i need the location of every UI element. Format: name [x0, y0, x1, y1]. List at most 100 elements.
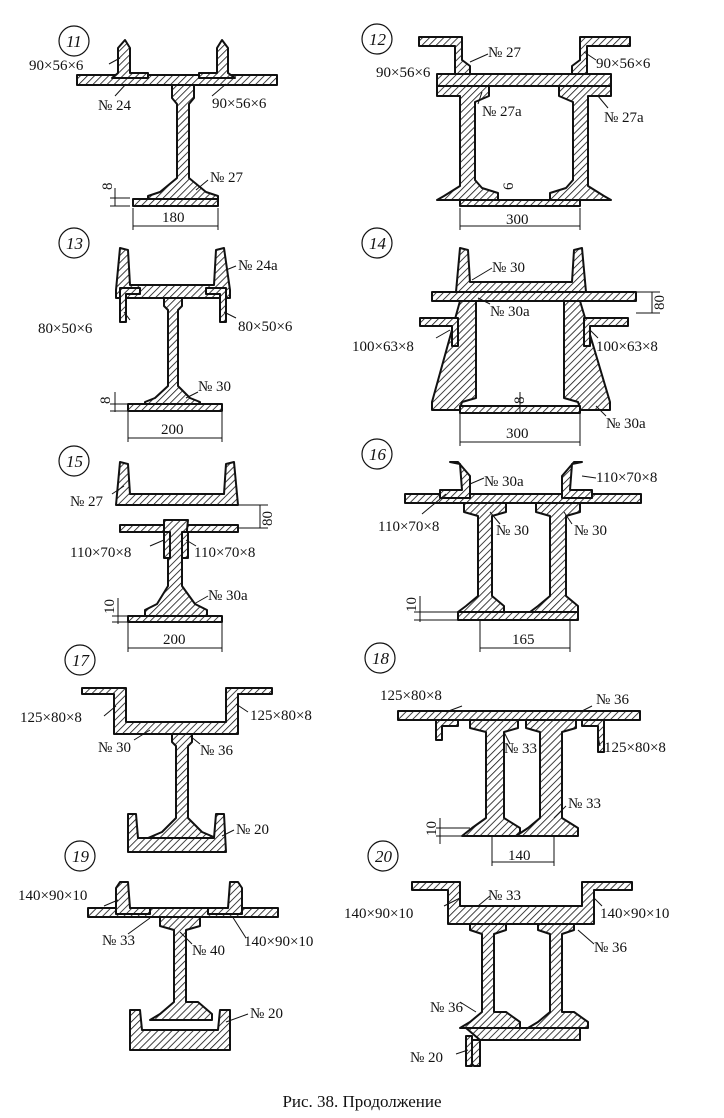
- beam-label: № 20: [236, 822, 269, 838]
- i-beam-top-flange: [76, 74, 278, 86]
- beam-label: № 30а: [490, 304, 530, 320]
- dimension-label: 10: [424, 821, 440, 836]
- figure-number: 13: [66, 234, 83, 253]
- top-plate: [397, 710, 641, 721]
- i-beam-left: [459, 923, 521, 1029]
- angle-left: [439, 461, 471, 499]
- channel-right: [549, 85, 612, 201]
- channel-left: [436, 85, 499, 201]
- labels-14: № 30 № 30а 100×63×8 100×63×8 № 30а 80 8 …: [352, 260, 668, 442]
- channel-bottom: [127, 813, 227, 853]
- i-beam-right: [529, 502, 581, 613]
- labels-15: № 27 110×70×8 110×70×8 № 30а 80 10 200: [70, 494, 276, 648]
- angle-right: [207, 881, 243, 915]
- labels-18: 125×80×8 № 36 № 33 125×80×8 № 33 10 140: [380, 688, 666, 864]
- figure-number: 14: [369, 234, 387, 253]
- figure-number: 12: [369, 30, 387, 49]
- figure-numbers: 11 12 13 14 15 16 17 18 19 20: [66, 30, 393, 866]
- angle-right: [571, 36, 631, 75]
- angle-right: [181, 531, 189, 559]
- bottom-plate: [132, 198, 219, 207]
- dimension-label: 8: [100, 183, 116, 191]
- labels-12: 90×56×6 90×56×6 № 27 № 27а № 27а 6 300: [376, 45, 651, 228]
- beam-label: № 30: [98, 740, 131, 756]
- labels-16: № 30а 110×70×8 110×70×8 № 30 № 30 10 165: [378, 470, 657, 648]
- angle-right: [205, 287, 227, 323]
- angle-label: 125×80×8: [604, 740, 666, 756]
- section-13: [58, 227, 231, 412]
- angle-label: 125×80×8: [250, 708, 312, 724]
- angle-label: 140×90×10: [18, 888, 87, 904]
- beam-label: № 30: [496, 523, 529, 539]
- labels-17: 125×80×8 125×80×8 № 30 № 36 № 20: [20, 708, 312, 838]
- beam-label: № 33: [102, 933, 135, 949]
- angle-label: 100×63×8: [596, 339, 658, 355]
- section-15: [58, 445, 239, 623]
- beam-label: № 40: [192, 943, 225, 959]
- dimension-label: 8: [98, 397, 114, 405]
- angle-right: [561, 461, 593, 499]
- bottom-plate: [459, 199, 581, 207]
- top-plate: [431, 291, 637, 302]
- figure-caption: Рис. 38. Продолжение: [282, 1092, 442, 1111]
- beam-label: № 33: [504, 741, 537, 757]
- dimension-lines: [110, 188, 660, 866]
- angle-left: [419, 317, 459, 347]
- beam-label: № 36: [200, 743, 234, 759]
- bottom-channel: [465, 1027, 581, 1067]
- figure-number: 16: [369, 445, 387, 464]
- dimension-label: 300: [506, 212, 529, 228]
- section-19: [64, 840, 279, 1051]
- beam-label: № 20: [250, 1006, 283, 1022]
- labels-19: 140×90×10 № 33 № 40 140×90×10 № 20: [18, 888, 313, 1022]
- section-20: [367, 840, 633, 1067]
- labels-11: 90×56×6 90×56×6 № 24 № 27 8 180: [29, 58, 267, 226]
- dimension-label: 200: [163, 632, 186, 648]
- figure-number: 18: [372, 649, 390, 668]
- beam-label: № 27: [488, 45, 522, 61]
- i-beam-web: [147, 84, 219, 204]
- figure-number: 11: [66, 32, 82, 51]
- dimension-label: 80: [652, 295, 668, 310]
- beam-label: № 24: [98, 98, 132, 114]
- section-11: [58, 25, 278, 207]
- beam-label: № 30а: [484, 474, 524, 490]
- section-14: [361, 227, 637, 414]
- angle-label: 90×56×6: [596, 56, 651, 72]
- angle-label: 100×63×8: [352, 339, 414, 355]
- beam-label: № 30: [492, 260, 525, 276]
- beam-label: № 36: [594, 940, 628, 956]
- beam-label: № 27: [70, 494, 104, 510]
- bottom-i-beam: [129, 1009, 231, 1051]
- angle-right: [581, 719, 605, 753]
- angle-label: 110×70×8: [378, 519, 439, 535]
- angle-label: 125×80×8: [20, 710, 82, 726]
- dimension-label: 6: [501, 182, 517, 190]
- beam-label: № 27: [210, 170, 244, 186]
- section-16: [361, 438, 642, 621]
- i-beam: [149, 916, 213, 1021]
- angle-left: [418, 36, 471, 75]
- beam-label: № 33: [488, 888, 521, 904]
- bottom-plate: [457, 611, 579, 621]
- beam-label: № 27а: [482, 104, 522, 120]
- beam-label: № 30: [574, 523, 607, 539]
- channel-top: [115, 247, 231, 299]
- leader-lines: [103, 51, 609, 1055]
- angle-label: 110×70×8: [596, 470, 657, 486]
- angles-and-channel: [411, 881, 633, 925]
- i-beam-left: [461, 719, 521, 837]
- channel-top: [115, 461, 239, 506]
- angles-and-channel: [81, 687, 273, 735]
- angle-left: [435, 719, 459, 741]
- beam-label: № 36: [596, 692, 630, 708]
- dimension-label: 10: [102, 599, 118, 614]
- top-plate: [404, 493, 642, 504]
- beam-label: № 24а: [238, 258, 278, 274]
- figure-number: 17: [72, 651, 91, 670]
- angle-label: 125×80×8: [380, 688, 442, 704]
- labels-20: № 33 140×90×10 140×90×10 № 36 № 36 № 20: [344, 888, 669, 1066]
- angle-label: 90×56×6: [29, 58, 84, 74]
- bottom-channel-left-leg: [465, 1035, 473, 1067]
